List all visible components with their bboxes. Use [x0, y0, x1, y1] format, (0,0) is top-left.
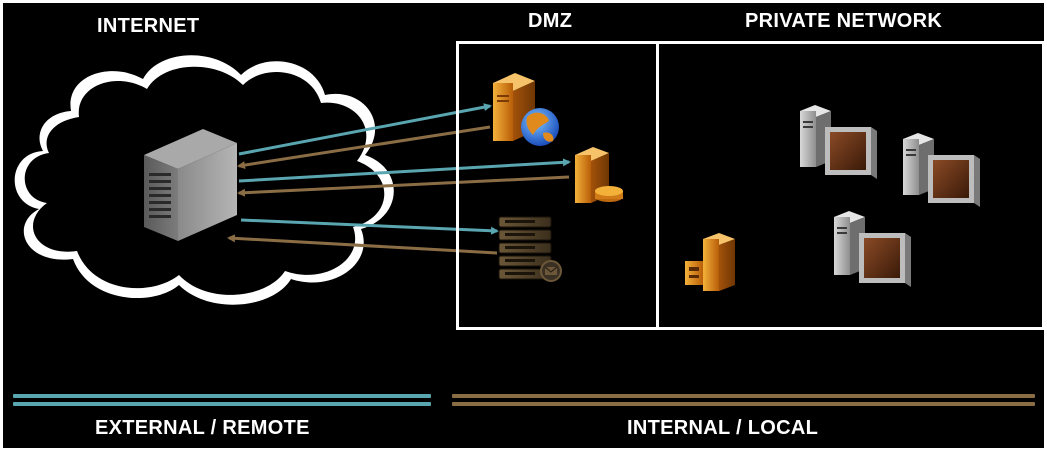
workstation-2-icon — [903, 133, 980, 207]
file-server-icon — [685, 233, 735, 291]
network-diagram: INTERNET DMZ PRIVATE NETWORK EXTERNAL / … — [3, 3, 1044, 448]
external-band-line-top — [13, 394, 431, 398]
internal-band-line-top — [452, 394, 1035, 398]
internet-server-icon — [144, 129, 237, 241]
dmz-divider — [656, 41, 659, 330]
internal-local-label: INTERNAL / LOCAL — [627, 417, 819, 439]
internet-label: INTERNET — [97, 15, 200, 37]
mail-server-icon — [498, 216, 562, 282]
workstation-3-icon — [834, 211, 911, 287]
dmz-private-boundary — [456, 41, 1044, 330]
private-network-label: PRIVATE NETWORK — [745, 10, 943, 32]
external-remote-label: EXTERNAL / REMOTE — [95, 417, 310, 439]
workstation-1-icon — [800, 105, 877, 179]
diagram-graphics — [14, 55, 980, 305]
web-server-icon — [493, 73, 559, 146]
database-server-icon — [575, 147, 623, 203]
connection-arrows — [227, 103, 571, 255]
internal-band-line-bottom — [452, 402, 1035, 406]
external-band-line-bottom — [13, 402, 431, 406]
dmz-label: DMZ — [528, 10, 573, 32]
